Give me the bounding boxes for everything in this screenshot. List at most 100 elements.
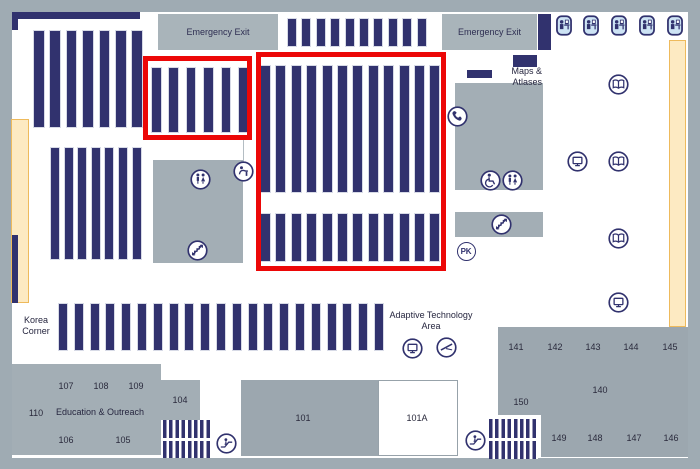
- stack-bar: [131, 30, 143, 128]
- stack-bar: [118, 147, 128, 260]
- stack-bar: [275, 65, 287, 193]
- maps-atlases-block: [455, 83, 543, 190]
- room-label-147: 147: [626, 433, 642, 443]
- carrel-icon: [611, 14, 627, 36]
- stack-bar: [373, 18, 384, 47]
- room-label-146: 146: [663, 433, 679, 443]
- restroom-icon: [189, 168, 211, 190]
- scanner-icon: [435, 336, 457, 358]
- room-label-143: 143: [585, 342, 601, 352]
- computer-icon: [566, 150, 588, 172]
- room-label-109: 109: [128, 381, 144, 391]
- stack-bar: [151, 67, 162, 133]
- stack-bar: [352, 65, 364, 193]
- stack-bar: [359, 18, 369, 47]
- stack-bar: [295, 303, 305, 351]
- maps-atlases-label-line: Atlases: [512, 76, 542, 87]
- stack-bar: [185, 67, 197, 133]
- stack-bar: [326, 303, 337, 351]
- book-icon: [607, 227, 629, 249]
- fountain-icon: [232, 160, 254, 182]
- stack-bar: [105, 303, 116, 351]
- stack-bar: [168, 67, 179, 133]
- stack-bar: [152, 303, 163, 351]
- stack-bar: [200, 303, 211, 351]
- stack-bar: [104, 147, 115, 260]
- stack-bar: [63, 147, 74, 260]
- pk-icon: PK: [456, 241, 476, 261]
- stack-bar: [49, 30, 61, 128]
- stairwell-southwest: [163, 420, 210, 458]
- room-label-145: 145: [662, 342, 678, 352]
- book-icon: [607, 73, 629, 95]
- stack-bar: [90, 147, 101, 260]
- stack-bar: [58, 303, 68, 351]
- stack-bar: [290, 65, 302, 193]
- stack-bar: [310, 303, 321, 351]
- room-101a-block: [378, 380, 458, 456]
- stack-bar: [398, 213, 410, 262]
- room-label-104: 104: [172, 395, 188, 405]
- education-outreach-label: Education & Outreach: [50, 407, 150, 418]
- phone-icon: [446, 105, 468, 127]
- stack-bar: [33, 30, 45, 128]
- stack-bar: [137, 303, 147, 351]
- maps-atlases-label: Maps &Atlases: [478, 66, 542, 87]
- stack-bar: [344, 18, 355, 47]
- stack-bar: [77, 147, 88, 260]
- stack-bar: [429, 65, 441, 193]
- stack-bar: [131, 147, 142, 260]
- window-strip-right: [669, 40, 686, 327]
- stack-bar: [383, 65, 395, 193]
- stack-bar: [290, 213, 302, 262]
- stack-bar: [367, 213, 379, 262]
- stack-bar: [342, 303, 353, 351]
- stack-bar: [429, 213, 441, 262]
- education-outreach-extension: [160, 380, 200, 420]
- stack-bar: [263, 303, 274, 351]
- stack-bar: [358, 303, 369, 351]
- stack-bar: [220, 67, 232, 133]
- stairs-icon: [186, 239, 208, 261]
- carrel-icon: [639, 14, 655, 36]
- room-101-block: [241, 380, 378, 456]
- room-label-141: 141: [508, 342, 524, 352]
- emergency-exit-box-2: Emergency Exit: [442, 14, 537, 50]
- stacks-korea-row: [58, 303, 390, 351]
- stack-bar: [367, 65, 379, 193]
- emergency-exit-box-1-label: Emergency Exit: [186, 27, 250, 37]
- stack-bar: [73, 303, 84, 351]
- stairs-icon: [490, 213, 512, 235]
- room-label-148: 148: [587, 433, 603, 443]
- stack-bar: [301, 18, 312, 47]
- stack-bar: [398, 65, 410, 193]
- stack-bar: [374, 303, 384, 351]
- wall-right-of-exit: [538, 14, 551, 50]
- stack-bar: [337, 213, 348, 262]
- korea-corner-label-line: Korea: [23, 315, 49, 325]
- korea-corner-label-line: Corner: [22, 325, 50, 336]
- room-label-105: 105: [115, 435, 131, 445]
- book-icon: [607, 150, 629, 172]
- wall-top-left-horizontal: [12, 12, 140, 19]
- stack-bar: [98, 30, 111, 128]
- room-label-144: 144: [623, 342, 639, 352]
- maps-atlases-label-line: Maps &: [511, 66, 542, 76]
- escalator-icon: [464, 429, 486, 451]
- room-label-108: 108: [93, 381, 109, 391]
- stack-bar: [168, 303, 179, 351]
- stacks-northwest-lower: [50, 147, 145, 260]
- stack-bar: [279, 303, 290, 351]
- stack-bar: [184, 303, 195, 351]
- highlight-box-large: [256, 52, 446, 271]
- stack-bar: [203, 67, 214, 133]
- stack-bar: [330, 18, 341, 47]
- room-label-149: 149: [551, 433, 567, 443]
- emergency-exit-box-1: Emergency Exit: [158, 14, 278, 50]
- stack-bar: [121, 303, 132, 351]
- room-label-107: 107: [58, 381, 74, 391]
- stack-bar: [50, 147, 60, 260]
